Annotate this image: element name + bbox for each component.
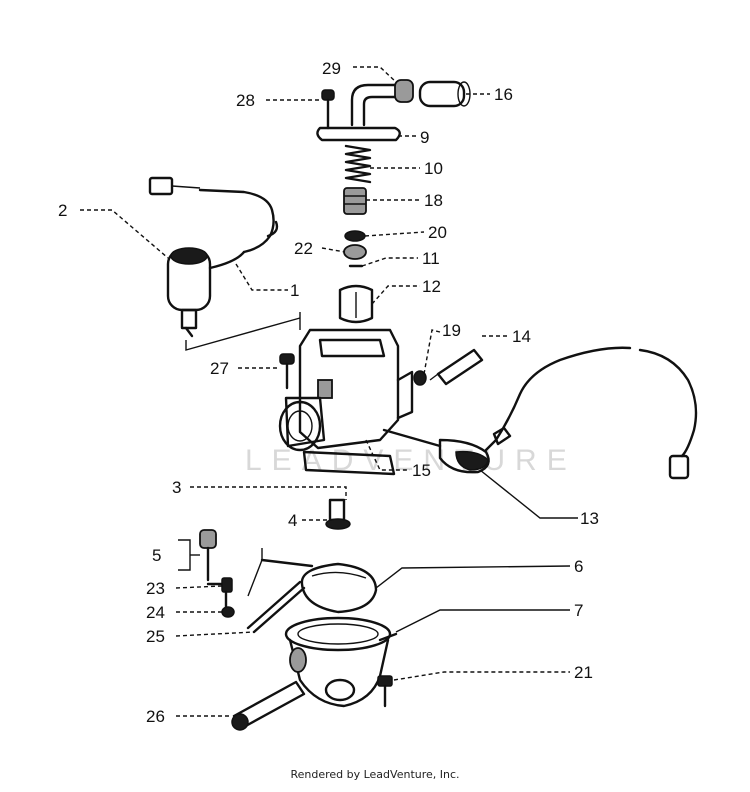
callout-19: 19 — [442, 321, 461, 340]
callout-28: 28 — [236, 91, 255, 110]
screw-part-19[interactable] — [413, 370, 427, 386]
callout-22: 22 — [294, 239, 313, 258]
spring-part[interactable] — [344, 144, 372, 184]
callout-9: 9 — [420, 128, 429, 147]
leader-lines — [80, 66, 578, 717]
callout-3: 3 — [172, 478, 181, 497]
callout-7: 7 — [574, 601, 583, 620]
callout-18: 18 — [424, 191, 443, 210]
float-part-6[interactable] — [247, 548, 378, 614]
callout-10: 10 — [424, 159, 443, 178]
jet-screw-4[interactable] — [325, 498, 351, 530]
cap-part[interactable] — [418, 80, 471, 108]
callout-11: 11 — [422, 249, 440, 268]
callout-20: 20 — [428, 223, 447, 242]
callout-27: 27 — [210, 359, 229, 378]
callout-25: 25 — [146, 627, 165, 646]
screw-part-27[interactable] — [279, 353, 295, 390]
callout-labels: 29 16 28 9 10 18 20 22 11 2 1 12 19 14 2… — [58, 59, 599, 726]
screw-part-28[interactable] — [321, 89, 335, 130]
top-cover-plate[interactable] — [316, 126, 401, 142]
callout-14: 14 — [512, 327, 531, 346]
float-pin-23[interactable] — [206, 577, 233, 593]
callout-1: 1 — [290, 281, 299, 300]
callout-23: 23 — [146, 579, 165, 598]
callout-26: 26 — [146, 707, 165, 726]
washer-part-20[interactable] — [344, 230, 366, 242]
float-needle-5[interactable] — [199, 529, 217, 582]
callout-12: 12 — [422, 277, 441, 296]
heater-element[interactable] — [382, 346, 698, 480]
callout-13: 13 — [580, 509, 599, 528]
float-rod-25[interactable] — [246, 580, 306, 634]
throttle-slide[interactable] — [338, 284, 374, 324]
bowl-screw-21[interactable] — [377, 675, 393, 708]
washer-part-22[interactable] — [343, 244, 367, 260]
float-pin-24[interactable] — [221, 590, 235, 618]
callout-29: 29 — [322, 59, 341, 78]
footer-credit: Rendered by LeadVenture, Inc. — [290, 768, 460, 781]
elbow-fitting[interactable] — [350, 79, 414, 127]
callout-5: 5 — [152, 546, 161, 565]
carburetor-body[interactable] — [278, 328, 414, 476]
float-bowl-7[interactable] — [284, 616, 398, 708]
callout-16: 16 — [494, 85, 513, 104]
drain-screw-26[interactable] — [231, 680, 306, 731]
adjusting-screw-14[interactable] — [429, 348, 484, 386]
callout-24: 24 — [146, 603, 165, 622]
callout-15: 15 — [412, 461, 431, 480]
callout-21: 21 — [574, 663, 593, 682]
needle-part[interactable] — [343, 187, 367, 215]
choke-solenoid[interactable] — [148, 176, 279, 338]
callout-4: 4 — [288, 511, 297, 530]
callout-2: 2 — [58, 201, 67, 220]
callout-6: 6 — [574, 557, 583, 576]
